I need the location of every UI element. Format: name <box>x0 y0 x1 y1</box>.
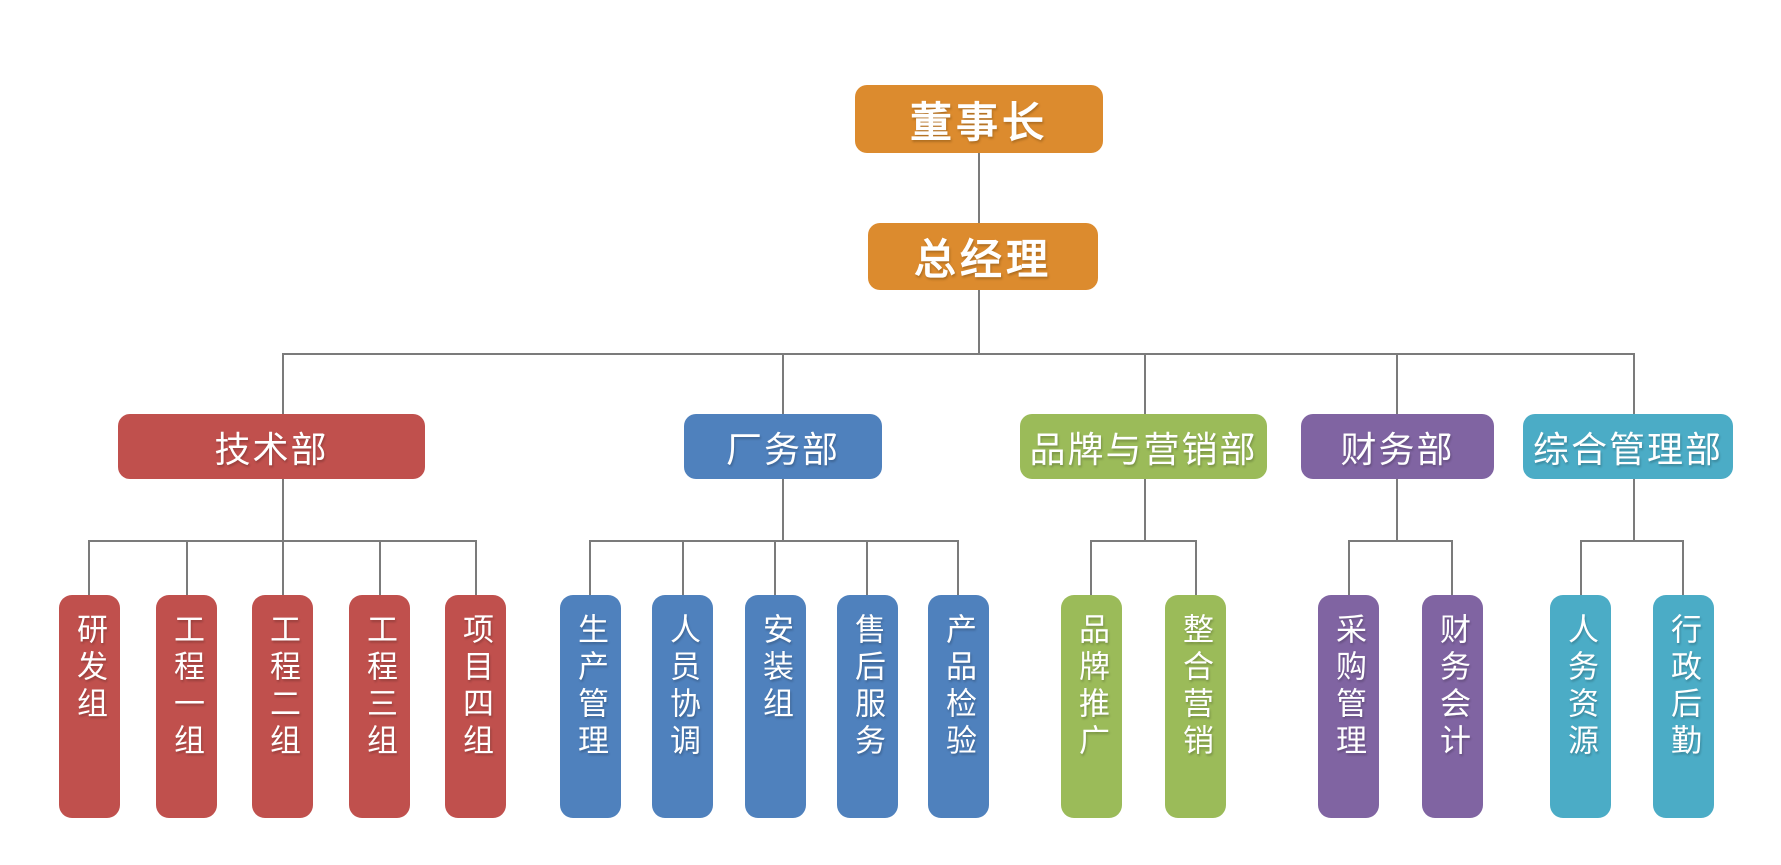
dept-label: 厂务部 <box>725 428 840 470</box>
leaf-label: 安装组 <box>758 613 793 724</box>
leaf-label: 研发组 <box>72 613 107 724</box>
leaf-label: 整合营销 <box>1178 613 1213 761</box>
connector-dept-3-down <box>1144 479 1146 541</box>
leaf-label: 工程二组 <box>265 613 300 761</box>
connector-leaf-stub <box>1195 541 1197 595</box>
connector-stub-dept-1 <box>282 353 284 414</box>
leaf-node-project-group-4[interactable]: 项目四组 <box>445 595 506 818</box>
connector-gm-rail <box>978 290 980 354</box>
leaf-label: 售后服务 <box>850 613 885 761</box>
connector-subrail-3 <box>1090 540 1197 542</box>
connector-subrail-4 <box>1348 540 1453 542</box>
connector-leaf-stub <box>186 541 188 595</box>
leaf-node-admin-logistics[interactable]: 行政后勤 <box>1653 595 1714 818</box>
leaf-label: 财务会计 <box>1435 613 1470 761</box>
connector-dept-4-down <box>1396 479 1398 541</box>
leaf-node-personnel-coordination[interactable]: 人员协调 <box>652 595 713 818</box>
connector-leaf-stub <box>682 541 684 595</box>
connector-stub-dept-5 <box>1633 353 1635 414</box>
connector-leaf-stub <box>1682 541 1684 595</box>
node-chairman[interactable]: 董事长 <box>855 85 1103 153</box>
leaf-label: 工程三组 <box>362 613 397 761</box>
connector-dept-5-down <box>1633 479 1635 541</box>
dept-node-technology[interactable]: 技术部 <box>118 414 425 479</box>
node-general-manager[interactable]: 总经理 <box>868 223 1098 290</box>
leaf-label: 人员协调 <box>665 613 700 761</box>
connector-leaf-stub <box>88 541 90 595</box>
connector-chairman-gm <box>978 153 980 223</box>
dept-node-general-admin[interactable]: 综合管理部 <box>1523 414 1733 479</box>
connector-leaf-stub <box>282 541 284 595</box>
leaf-node-engineering-group-2[interactable]: 工程二组 <box>252 595 313 818</box>
connector-stub-dept-4 <box>1396 353 1398 414</box>
connector-dept-2-down <box>782 479 784 541</box>
leaf-node-engineering-group-1[interactable]: 工程一组 <box>156 595 217 818</box>
dept-label: 财务部 <box>1340 428 1455 470</box>
dept-node-finance[interactable]: 财务部 <box>1301 414 1494 479</box>
leaf-node-procurement-mgmt[interactable]: 采购管理 <box>1318 595 1379 818</box>
dept-node-factory-affairs[interactable]: 厂务部 <box>684 414 882 479</box>
connector-stub-dept-2 <box>782 353 784 414</box>
connector-leaf-stub <box>1090 541 1092 595</box>
connector-leaf-stub <box>475 541 477 595</box>
connector-leaf-stub <box>379 541 381 595</box>
leaf-label: 采购管理 <box>1331 613 1366 761</box>
leaf-label: 产品检验 <box>941 613 976 761</box>
leaf-node-financial-accounting[interactable]: 财务会计 <box>1422 595 1483 818</box>
leaf-label: 人务资源 <box>1563 613 1598 761</box>
leaf-label: 行政后勤 <box>1666 613 1701 761</box>
leaf-label: 品牌推广 <box>1074 613 1109 761</box>
connector-leaf-stub <box>1348 541 1350 595</box>
connector-leaf-stub <box>589 541 591 595</box>
connector-leaf-stub <box>1451 541 1453 595</box>
leaf-node-production-mgmt[interactable]: 生产管理 <box>560 595 621 818</box>
leaf-label: 工程一组 <box>169 613 204 761</box>
connector-leaf-stub <box>1580 541 1582 595</box>
dept-node-brand-marketing[interactable]: 品牌与营销部 <box>1020 414 1267 479</box>
connector-stub-dept-3 <box>1144 353 1146 414</box>
node-general-manager-label: 总经理 <box>913 236 1052 283</box>
dept-label: 技术部 <box>214 428 329 470</box>
leaf-node-brand-promotion[interactable]: 品牌推广 <box>1061 595 1122 818</box>
leaf-node-rnd-group[interactable]: 研发组 <box>59 595 120 818</box>
node-chairman-label: 董事长 <box>909 98 1048 146</box>
dept-label: 品牌与营销部 <box>1029 428 1258 470</box>
leaf-node-engineering-group-3[interactable]: 工程三组 <box>349 595 410 818</box>
connector-leaf-stub <box>774 541 776 595</box>
leaf-label: 项目四组 <box>458 613 493 761</box>
connector-leaf-stub <box>866 541 868 595</box>
leaf-node-after-sales-service[interactable]: 售后服务 <box>837 595 898 818</box>
leaf-node-product-inspection[interactable]: 产品检验 <box>928 595 989 818</box>
connector-subrail-5 <box>1580 540 1684 542</box>
leaf-label: 生产管理 <box>573 613 608 761</box>
connector-leaf-stub <box>957 541 959 595</box>
dept-label: 综合管理部 <box>1532 428 1723 470</box>
leaf-node-integrated-marketing[interactable]: 整合营销 <box>1165 595 1226 818</box>
connector-dept-1-down <box>282 479 284 541</box>
leaf-node-human-resources[interactable]: 人务资源 <box>1550 595 1611 818</box>
connector-main-rail <box>282 353 1635 355</box>
leaf-node-installation-group[interactable]: 安装组 <box>745 595 806 818</box>
